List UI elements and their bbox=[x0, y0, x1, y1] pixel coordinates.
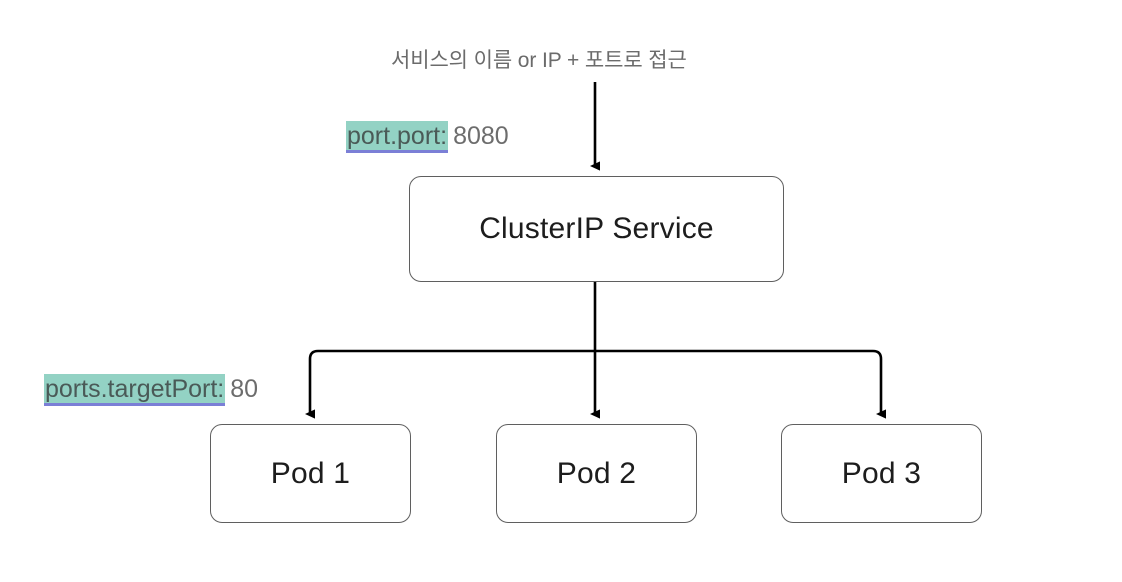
node-pod-3-label: Pod 3 bbox=[841, 456, 922, 490]
port-port-annotation: port.port:8080 bbox=[346, 121, 509, 153]
ports-targetport-value: 80 bbox=[230, 375, 259, 403]
port-port-key: port.port: bbox=[346, 121, 449, 153]
port-port-value: 8080 bbox=[453, 122, 509, 150]
node-pod-2-label: Pod 2 bbox=[556, 456, 637, 490]
edge-service-to-pod-1 bbox=[305, 349, 595, 419]
node-clusterip-service-label: ClusterIP Service bbox=[479, 212, 714, 245]
node-clusterip-service[interactable]: ClusterIP Service bbox=[409, 176, 784, 282]
node-pod-1[interactable]: Pod 1 bbox=[210, 424, 411, 523]
access-note-text: 서비스의 이름 or IP + 포트로 접근 bbox=[391, 49, 687, 72]
node-pod-1-label: Pod 1 bbox=[270, 456, 351, 490]
node-pod-2[interactable]: Pod 2 bbox=[496, 424, 697, 523]
ports-targetport-key: ports.targetPort: bbox=[44, 374, 226, 406]
node-pod-3[interactable]: Pod 3 bbox=[781, 424, 982, 523]
ports-targetport-annotation: ports.targetPort:80 bbox=[44, 374, 259, 406]
edge-service-to-pod-3 bbox=[595, 349, 886, 419]
